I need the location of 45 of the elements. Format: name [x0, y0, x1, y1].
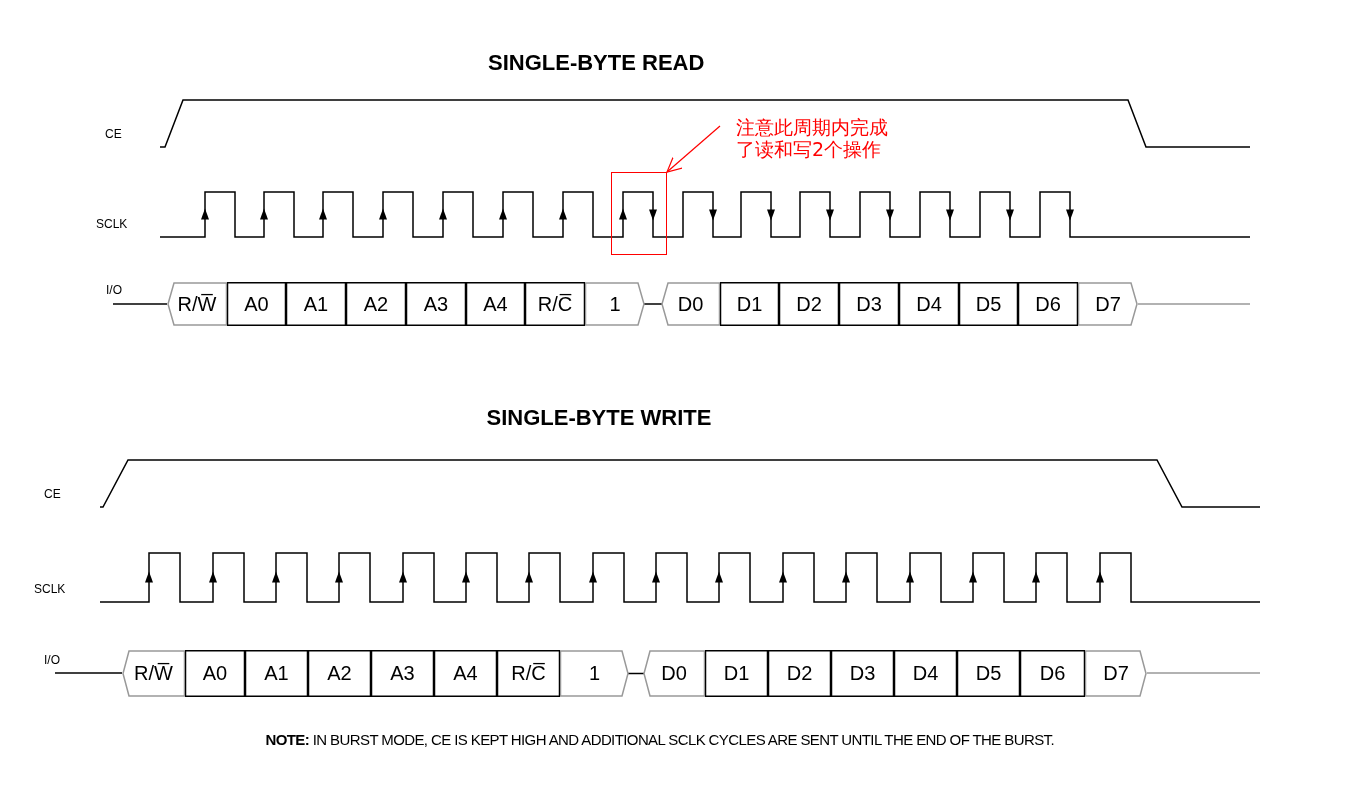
signal-name: CE: [44, 487, 61, 501]
bit-cell: 1: [560, 650, 629, 697]
bit-cell: R/C̅: [497, 650, 560, 697]
heading: SINGLE-BYTE READ: [488, 50, 705, 76]
bit-cell: D7: [1085, 650, 1147, 697]
signal-name: SCLK: [96, 217, 128, 231]
bit-cell: D3: [839, 282, 899, 326]
bit-cell: D4: [899, 282, 959, 326]
bit-cell: D0: [661, 282, 720, 326]
bit-cell: D2: [768, 650, 831, 697]
bit-cell: A4: [434, 650, 497, 697]
bit-cell: 1: [585, 282, 645, 326]
bit-cell: A2: [346, 282, 406, 326]
bit-cell: R/W̅: [167, 282, 227, 326]
bit-cell: D1: [705, 650, 768, 697]
bit-cell: A0: [227, 282, 286, 326]
bit-cell: D5: [959, 282, 1018, 326]
signal-name: CE: [105, 127, 122, 141]
signal-name: I/O: [44, 653, 60, 667]
bit-cell: D6: [1018, 282, 1078, 326]
bit-cell: D7: [1078, 282, 1138, 326]
bit-cell: D6: [1020, 650, 1085, 697]
bit-cell: A0: [185, 650, 245, 697]
bit-cell: D4: [894, 650, 957, 697]
highlight-box: [611, 172, 667, 255]
arrow: [666, 125, 721, 173]
bit-cell: D2: [779, 282, 839, 326]
bit-cell: A2: [308, 650, 371, 697]
bit-cell: A1: [286, 282, 346, 326]
bit-cell: R/W̅: [122, 650, 185, 697]
bit-cell: A4: [466, 282, 525, 326]
bit-cell: A3: [371, 650, 434, 697]
callout-note: 注意此周期内完成了读和写2个操作: [720, 116, 896, 160]
bit-cell: R/C̅: [525, 282, 585, 326]
heading: SINGLE-BYTE WRITE: [486, 405, 712, 431]
note-text: NOTE: IN BURST MODE, CE IS KEPT HIGH AND ADDITIONAL SCLK CYCLES ARE SENT UNTIL THE END OF THE BURST.: [265, 731, 1054, 748]
signal-name: I/O: [106, 283, 122, 297]
bit-cell: D1: [720, 282, 779, 326]
bit-cell: A1: [245, 650, 308, 697]
bit-cell: D3: [831, 650, 894, 697]
bit-cell: A3: [406, 282, 466, 326]
bus-line: [643, 303, 663, 305]
signal-name: SCLK: [34, 582, 66, 596]
bit-cell: D5: [957, 650, 1020, 697]
bit-cell: D0: [643, 650, 705, 697]
